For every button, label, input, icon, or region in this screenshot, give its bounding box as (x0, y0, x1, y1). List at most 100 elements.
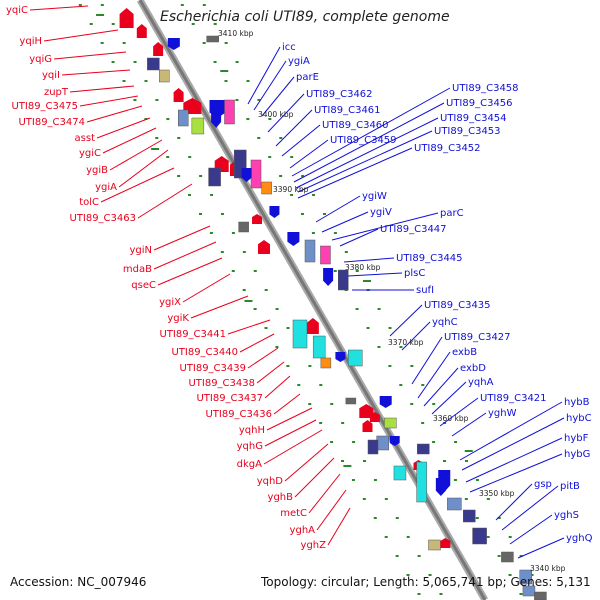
tick-dot (395, 555, 399, 557)
tick-dot (508, 574, 512, 576)
gene-block (472, 527, 487, 545)
right-leader-line (495, 483, 533, 521)
gene-block (416, 461, 427, 503)
tick-dot (78, 4, 82, 6)
topology-text: Topology: circular; Length: 5,065,741 bp… (261, 575, 591, 589)
right-gene-label: ygiW (362, 191, 387, 202)
tick-dot (231, 232, 235, 234)
left-gene-label: UTI89_C3475 (11, 101, 78, 112)
right-gene-label: UTI89_C3461 (314, 105, 381, 116)
tick-dot (253, 308, 257, 310)
tick-dot (100, 4, 104, 6)
gene-block (428, 539, 441, 551)
tick-dot (308, 403, 312, 405)
right-gene-label: UTI89_C3462 (306, 89, 373, 100)
tick-dot (235, 61, 239, 63)
tick-dot (180, 4, 184, 6)
right-leader-line (517, 537, 565, 559)
tick-dash (151, 148, 160, 150)
left-gene-label: ygiX (159, 297, 181, 308)
right-gene-label: gsp (534, 479, 552, 490)
right-leader-line (401, 321, 431, 351)
right-gene-label: yghW (488, 408, 517, 419)
forward-gene-arrow (173, 88, 184, 102)
right-leader-line (501, 485, 559, 531)
right-leader-line (267, 93, 305, 133)
right-leader-line (459, 401, 563, 461)
left-leader-line (61, 69, 131, 76)
tick-dot (363, 460, 366, 462)
tick-dot (231, 270, 235, 272)
left-gene-label: UTI89_C3440 (171, 347, 238, 358)
tick-dot (355, 308, 359, 310)
tick-dot (366, 327, 370, 329)
right-leader-line (321, 211, 369, 233)
tick-dot (421, 384, 425, 386)
right-gene-label: UTI89_C3459 (330, 135, 397, 146)
gene-block (447, 497, 462, 511)
gene-block (522, 585, 536, 597)
tick-dot (330, 403, 334, 405)
gene-block (417, 443, 430, 455)
reverse-gene-arrow (335, 352, 346, 362)
right-leader-line (465, 437, 563, 483)
tick-dot (373, 479, 377, 481)
right-leader-line (261, 76, 295, 117)
tick-dot (166, 156, 170, 158)
tick-dot (100, 42, 104, 44)
right-gene-label: hybB (564, 397, 590, 408)
left-gene-label: UTI89_C3439 (179, 363, 246, 374)
gene-block (178, 109, 189, 127)
backbone-line (138, 0, 487, 600)
right-leader-line (439, 397, 479, 427)
kbp-label: 3410 kbp (218, 29, 254, 38)
tick-dot (355, 270, 359, 272)
tick-dot (308, 365, 312, 367)
tick-dot (312, 194, 316, 196)
right-gene-label: yghS (554, 510, 579, 521)
right-gene-label: UTI89_C3452 (414, 143, 481, 154)
tick-dot (351, 479, 355, 481)
tick-dot (202, 42, 206, 44)
tick-dot (224, 42, 228, 44)
left-leader-line (153, 241, 217, 270)
left-gene-label: ygiB (86, 165, 108, 176)
accession-text: Accession: NC_007946 (10, 575, 147, 589)
left-gene-label: UTI89_C3438 (188, 378, 255, 389)
tick-dot (235, 99, 239, 101)
tick-dot (377, 346, 381, 348)
left-leader-line (316, 489, 347, 531)
tick-dot (388, 327, 392, 329)
right-leader-line (431, 381, 467, 415)
tick-dot (453, 479, 457, 481)
tick-dot (122, 42, 126, 44)
tick-dot (144, 118, 148, 120)
kbp-label: 3340 kbp (530, 564, 566, 573)
gene-block (159, 69, 170, 83)
left-leader-line (308, 473, 341, 514)
gene-block (261, 181, 272, 195)
forward-gene-arrow (359, 404, 374, 418)
tick-dot (286, 327, 290, 329)
forward-gene-arrow (440, 538, 451, 548)
left-gene-label: UTI89_C3436 (205, 409, 272, 420)
tick-dot (210, 194, 214, 196)
tick-dot (89, 23, 93, 25)
tick-dash (343, 465, 352, 467)
right-gene-label: sufI (416, 285, 434, 296)
tick-dot (209, 232, 213, 234)
gene-block (224, 99, 235, 125)
tick-dot (275, 346, 279, 348)
left-gene-label: ygiN (129, 245, 152, 256)
tick-dot (454, 441, 458, 443)
tick-dot (264, 327, 268, 329)
tick-dot (439, 593, 443, 595)
left-gene-label: asst (75, 133, 96, 144)
forward-gene-arrow (258, 240, 270, 254)
tick-dot (388, 365, 392, 367)
right-leader-line (281, 124, 321, 157)
tick-dot (155, 99, 159, 101)
tick-dot (111, 61, 115, 63)
